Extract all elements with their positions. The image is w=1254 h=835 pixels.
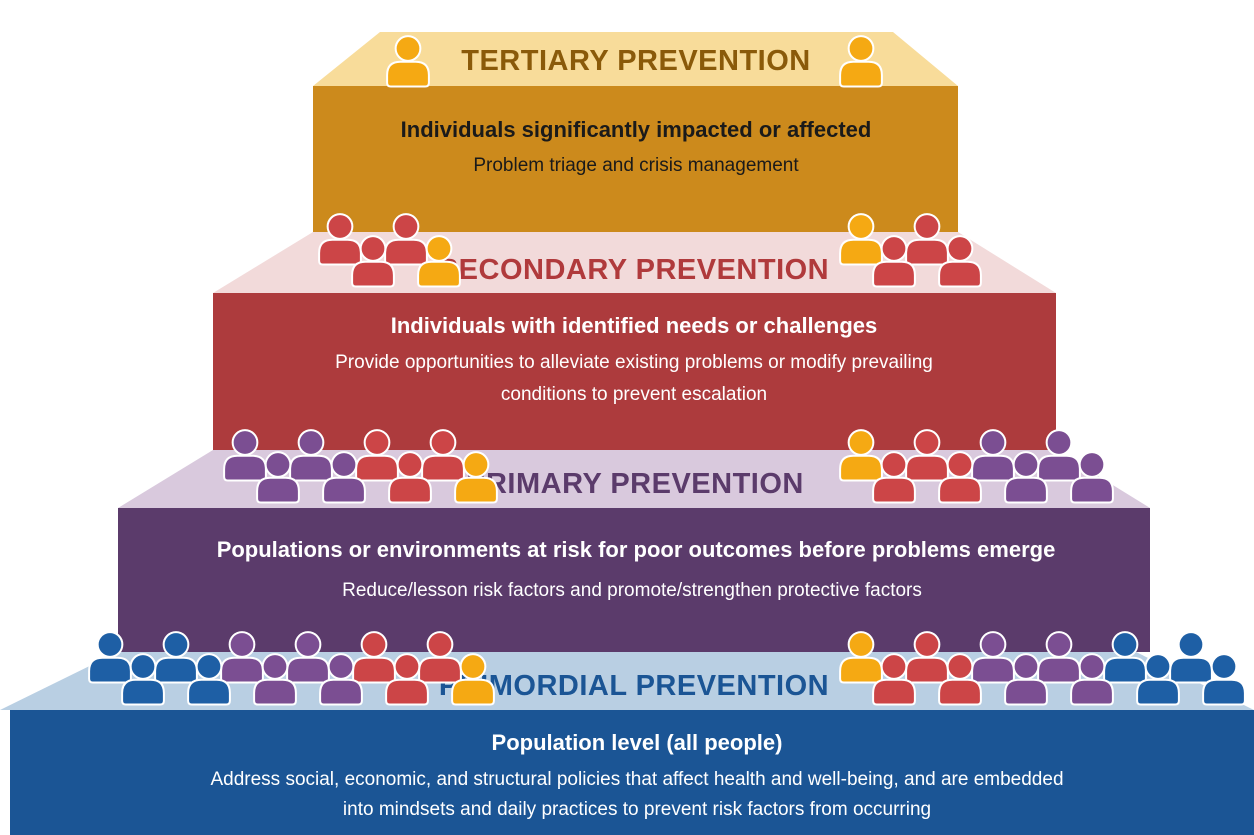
person-icon — [322, 451, 366, 504]
person-icon — [451, 653, 495, 706]
primary-box — [118, 508, 1150, 652]
secondary-description-line-1: Provide opportunities to alleviate exist… — [335, 352, 933, 373]
person-icon — [872, 235, 916, 288]
primordial-description-line-1: Address social, economic, and structural… — [210, 769, 1063, 790]
people-tertiary-right — [839, 35, 883, 88]
person-icon — [386, 35, 430, 88]
person-icon — [938, 451, 982, 504]
primordial-headline: Population level (all people) — [492, 730, 783, 755]
person-icon — [1070, 653, 1114, 706]
secondary-headline: Individuals with identified needs or cha… — [391, 313, 878, 338]
person-icon — [454, 451, 498, 504]
people-secondary-left — [318, 213, 461, 288]
person-icon — [905, 631, 949, 684]
primordial-box — [10, 710, 1254, 835]
person-icon — [1070, 451, 1114, 504]
person-icon — [154, 631, 198, 684]
people-primary-left — [223, 429, 498, 504]
primary-headline: Populations or environments at risk for … — [217, 537, 1056, 562]
secondary-box — [213, 293, 1056, 450]
person-icon — [286, 631, 330, 684]
person-icon — [1004, 451, 1048, 504]
person-icon — [223, 429, 267, 482]
tertiary-description-line-1: Problem triage and crisis management — [473, 155, 799, 176]
person-icon — [1004, 653, 1048, 706]
person-icon — [319, 653, 363, 706]
person-icon — [421, 429, 465, 482]
person-icon — [88, 631, 132, 684]
tier-tertiary: TERTIARY PREVENTION Individuals signific… — [313, 32, 958, 232]
person-icon — [256, 451, 300, 504]
people-primary-right — [839, 429, 1114, 504]
person-icon — [121, 653, 165, 706]
primordial-label: PRIMORDIAL PREVENTION — [439, 670, 829, 702]
primordial-description-line-2: into mindsets and daily practices to pre… — [343, 799, 931, 820]
tertiary-box — [313, 86, 958, 232]
primary-description-line-1: Reduce/lesson risk factors and promote/s… — [342, 580, 922, 601]
person-icon — [388, 451, 432, 504]
person-icon — [938, 653, 982, 706]
person-icon — [938, 235, 982, 288]
person-icon — [1136, 653, 1180, 706]
person-icon — [905, 429, 949, 482]
person-icon — [417, 235, 461, 288]
people-secondary-right — [839, 213, 982, 288]
tertiary-ledge — [313, 32, 958, 86]
person-icon — [253, 653, 297, 706]
primary-label: PRIMARY PREVENTION — [466, 468, 804, 500]
people-primordial-left — [88, 631, 495, 706]
person-icon — [187, 653, 231, 706]
secondary-label: SECONDARY PREVENTION — [439, 254, 829, 286]
person-icon — [1169, 631, 1213, 684]
person-icon — [351, 235, 395, 288]
person-icon — [872, 451, 916, 504]
person-icon — [839, 429, 883, 482]
secondary-description-line-2: conditions to prevent escalation — [501, 384, 767, 405]
person-icon — [872, 653, 916, 706]
person-icon — [385, 653, 429, 706]
people-tertiary-left — [386, 35, 430, 88]
tertiary-headline: Individuals significantly impacted or af… — [401, 117, 872, 142]
people-primordial-right — [839, 631, 1246, 706]
person-icon — [839, 631, 883, 684]
tier-primordial: PRIMORDIAL PREVENTION Population level (… — [0, 652, 1254, 835]
tertiary-label: TERTIARY PREVENTION — [461, 45, 811, 77]
person-icon — [1202, 653, 1246, 706]
person-icon — [418, 631, 462, 684]
person-icon — [839, 35, 883, 88]
